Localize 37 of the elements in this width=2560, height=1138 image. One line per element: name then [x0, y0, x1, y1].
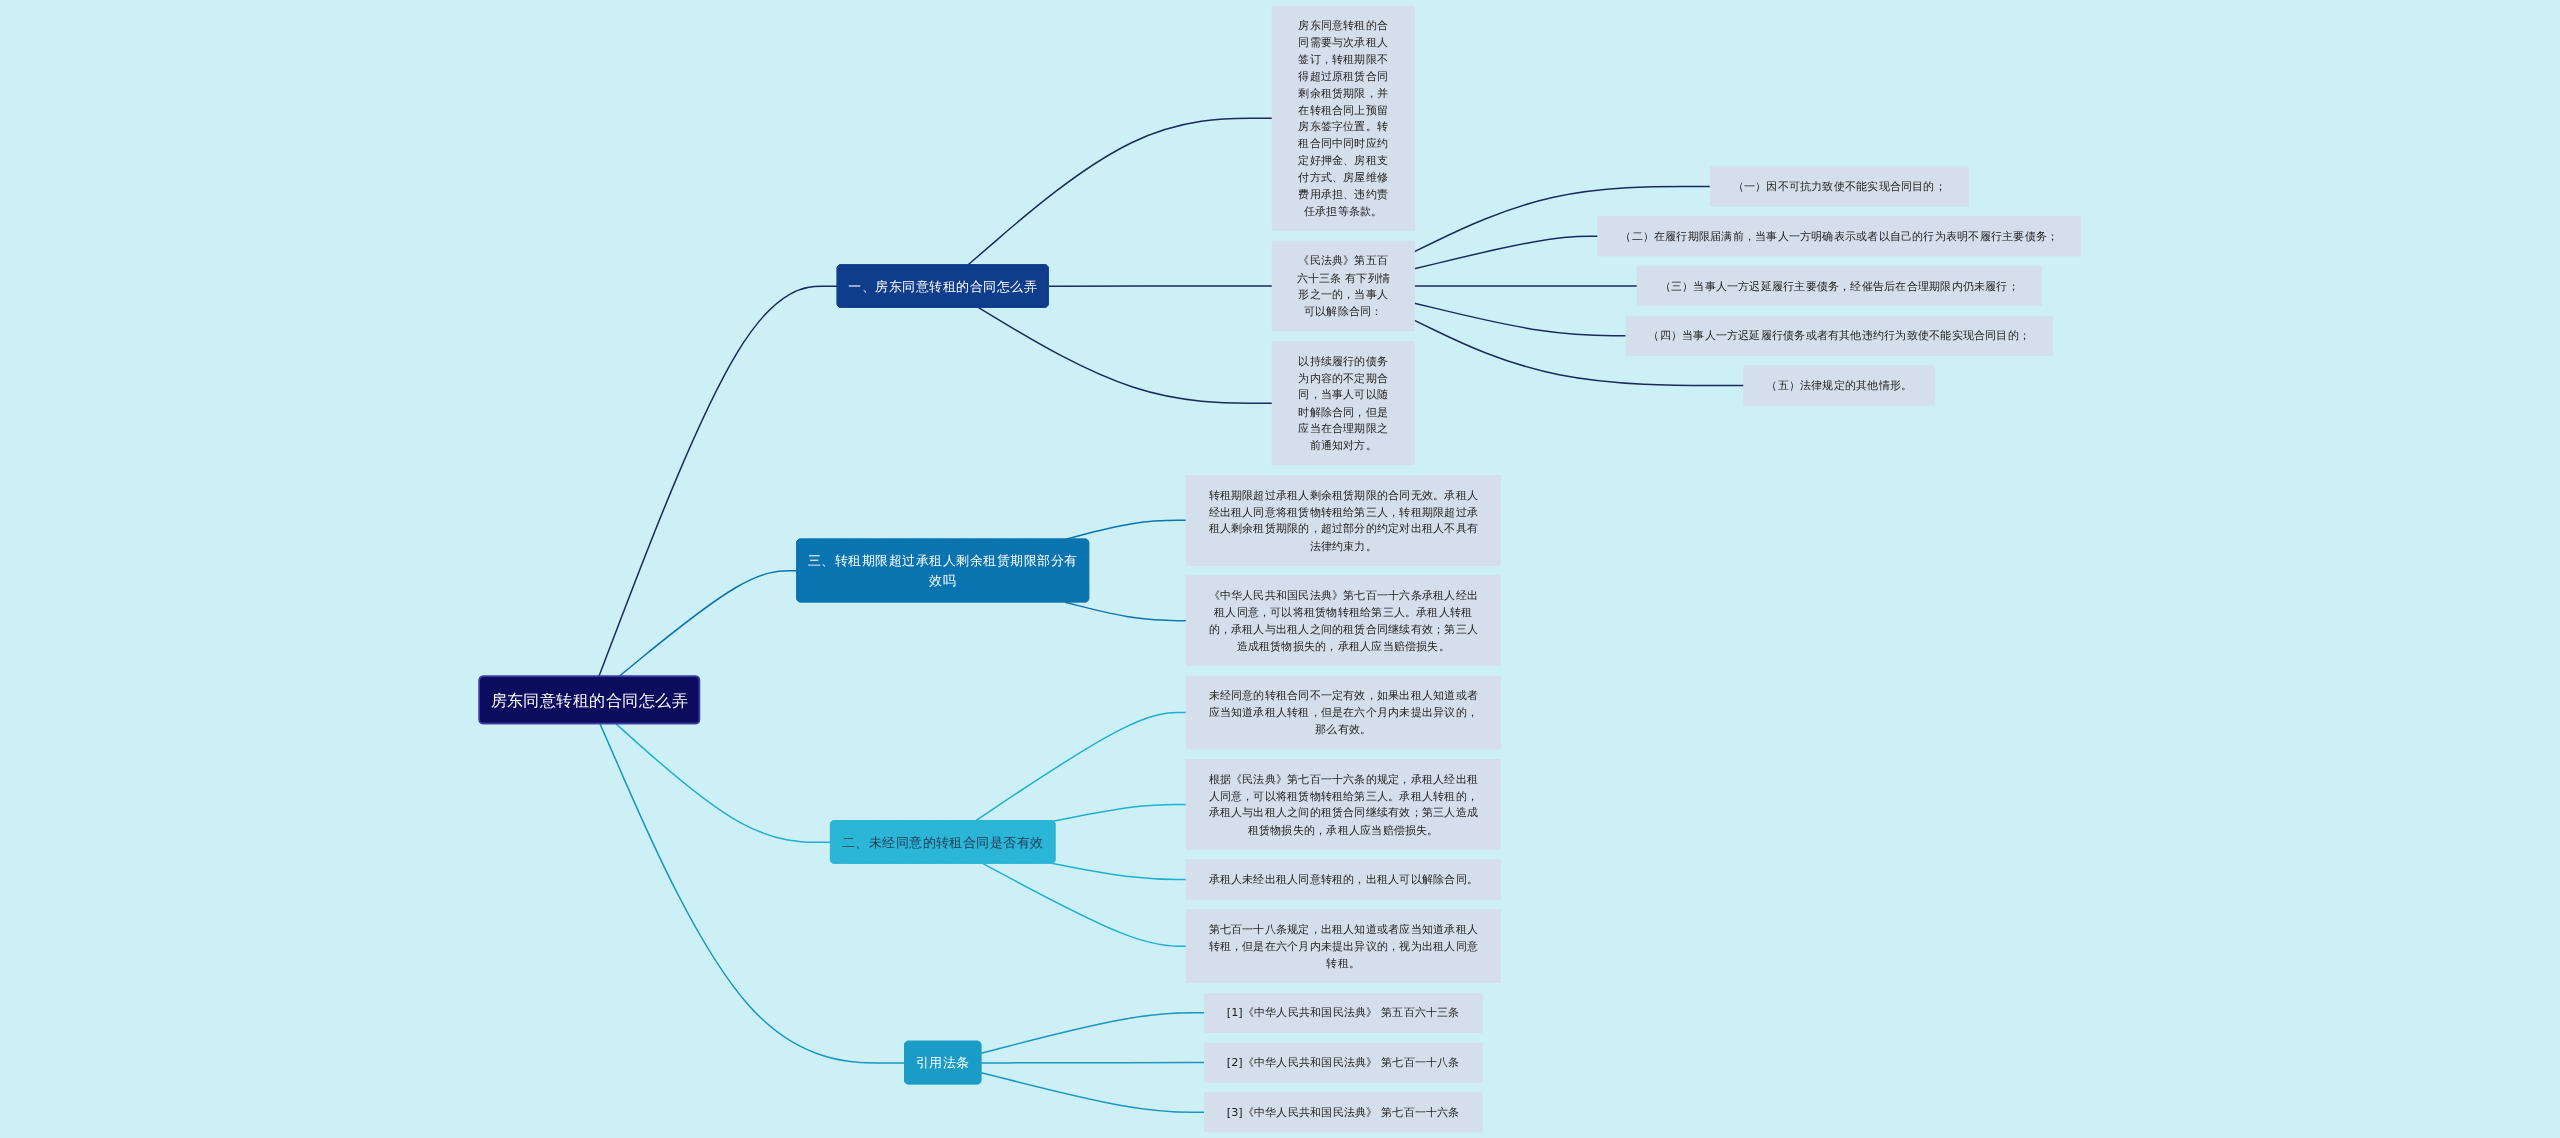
node-box: 根据《民法典》第七百一十六条的规定，承租人经出租人同意，可以将租赁物转租给第三人。承租人转租的，承租人与出租人之间的租赁合同继续有效；第三人造成租赁物损失的，承租人应当赔偿损失。 [1185, 759, 1501, 850]
connector [980, 1071, 1206, 1114]
node-box: （二）在履行期限届满前，当事人一方明确表示或者以自己的行为表明不履行主要债务； [1597, 216, 2082, 257]
connector [1052, 862, 1187, 881]
connector [974, 711, 1187, 822]
connector [1413, 285, 1638, 287]
node-box: 房东同意转租的合同需要与次承租人签订，转租期限不得超过原租赁合同剩余租赁期限，并在转租合同上预留房东签字位置。转租合同中同时应约定好押金、房租支付方式、房屋维修费用承担、违约责任承担等条款。 [1271, 5, 1415, 231]
node-box: 未经同意的转租合同不一定有效，如果出租人知道或者应当知道承租人转租，但是在六个月内未提出异议的，那么有效。 [1185, 675, 1501, 750]
node-box: 以持续履行的债务为内容的不定期合同，当事人可以随时解除合同，但是应当在合理期限之前通知对方。 [1271, 341, 1415, 466]
node-box: 《民法典》第五百六十三条 有下列情形之一的，当事人可以解除合同： [1271, 240, 1415, 332]
connector [1413, 235, 1599, 270]
node-box: [2]《中华人民共和国民法典》 第七百一十八条 [1204, 1042, 1483, 1083]
connector [977, 306, 1273, 404]
connector [1052, 803, 1187, 822]
connector [1413, 185, 1711, 253]
node-box: [3]《中华人民共和国民法典》 第七百一十六条 [1204, 1092, 1483, 1133]
node-box: （三）当事人一方迟延履行主要债务，经催告后在合理期限内仍未履行； [1636, 265, 2042, 307]
node-box: 第七百一十八条规定，出租人知道或者应当知道承租人转租，但是在六个月内未提出异议的，视为出租人同意转租。 [1185, 909, 1501, 984]
node-box: 转租期限超过承租人剩余租赁期限的合同无效。承租人经出租人同意将租赁物转租给第三人，转租期限超过承租人剩余租赁期限的，超过部分的约定对出租人不具有法律约束力。 [1185, 475, 1501, 566]
connector [617, 570, 798, 678]
node-box: （四）当事人一方迟延履行债务或者有其他违约行为致使不能实现合同目的； [1625, 315, 2053, 356]
connector [1064, 601, 1187, 622]
connector [967, 117, 1273, 266]
node-box: 《中华人民共和国民法典》第七百一十六条承租人经出租人同意，可以将租赁物转租给第三人。承租人转租的，承租人与出租人之间的租赁合同继续有效；第三人造成租赁物损失的，承租人应当赔偿损失。 [1185, 575, 1501, 666]
node-box: 承租人未经出租人同意转租的，出租人可以解除合同。 [1185, 859, 1501, 900]
connector [1413, 319, 1745, 387]
connector [1047, 285, 1273, 288]
node-box: （一）因不可抗力致使不能实现合同目的； [1709, 166, 1969, 207]
connector [599, 723, 906, 1064]
node-box: [1]《中华人民共和国民法典》 第五百六十三条 [1204, 992, 1483, 1033]
node-box: （五）法律规定的其他情形。 [1743, 365, 1936, 406]
connector [598, 285, 839, 678]
connector [980, 1012, 1206, 1054]
connector [982, 862, 1187, 947]
connector [615, 723, 832, 844]
connector [980, 1061, 1206, 1064]
connector [1413, 302, 1627, 337]
